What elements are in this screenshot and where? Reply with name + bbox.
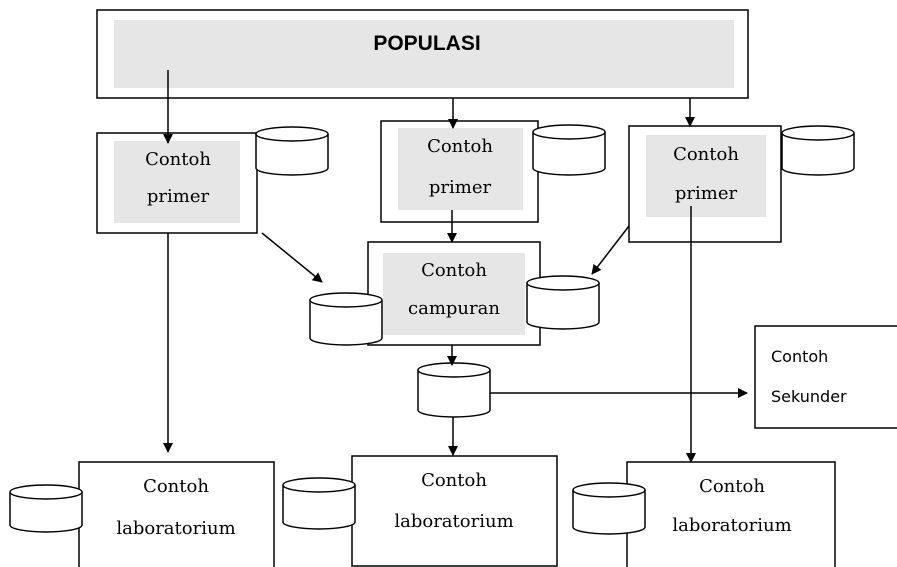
- primary-sample-2: Contoh primer: [380, 120, 539, 223]
- laboratory-sample-3-line2: laboratorium: [672, 515, 791, 536]
- population-box: POPULASI: [96, 9, 749, 99]
- laboratory-sample-3: Contoh laboratorium: [626, 461, 836, 567]
- secondary-sample-line2: Sekunder: [771, 387, 847, 406]
- arrow-primary-1-to-composite: [261, 232, 323, 283]
- primary-sample-1-line1: Contoh: [145, 149, 211, 170]
- primary-sample-2-container-icon: [532, 124, 606, 176]
- laboratory-sample-2: Contoh laboratorium: [351, 455, 558, 567]
- primary-sample-1-container-icon: [255, 126, 329, 176]
- primary-sample-3-line2: primer: [675, 183, 738, 204]
- secondary-sample-line1: Contoh: [771, 347, 828, 366]
- laboratory-sample-2-container-icon: [282, 477, 356, 530]
- flow-arrows: [163, 70, 748, 463]
- primary-sample-1: Contoh primer: [96, 132, 258, 234]
- laboratory-sample-2-line2: laboratorium: [394, 511, 513, 532]
- primary-sample-3-line1: Contoh: [673, 144, 739, 165]
- laboratory-sample-3-container-icon: [572, 482, 646, 535]
- laboratory-sample-2-line1: Contoh: [421, 470, 487, 491]
- laboratory-sample-1: Contoh laboratorium: [78, 461, 275, 567]
- laboratory-sample-1-line1: Contoh: [143, 476, 209, 497]
- primary-sample-2-line2: primer: [429, 177, 492, 198]
- composite-left-container-icon: [309, 292, 383, 346]
- composite-sample: Contoh campuran: [367, 241, 541, 346]
- laboratory-sample-3-line1: Contoh: [699, 476, 765, 497]
- composite-sample-line2: campuran: [408, 298, 500, 319]
- composite-right-container-icon: [526, 275, 600, 330]
- composite-output-container-icon: [417, 362, 491, 418]
- arrow-primary-3-to-composite: [591, 225, 630, 275]
- primary-sample-1-line2: primer: [147, 186, 210, 207]
- primary-sample-2-line1: Contoh: [427, 136, 493, 157]
- secondary-sample: Contoh Sekunder: [754, 325, 897, 429]
- laboratory-sample-1-container-icon: [9, 484, 83, 533]
- primary-sample-3: Contoh primer: [628, 125, 782, 243]
- population-label: POPULASI: [373, 32, 480, 55]
- primary-sample-3-container-icon: [781, 125, 855, 176]
- laboratory-sample-1-line2: laboratorium: [116, 518, 235, 539]
- composite-sample-line1: Contoh: [421, 260, 487, 281]
